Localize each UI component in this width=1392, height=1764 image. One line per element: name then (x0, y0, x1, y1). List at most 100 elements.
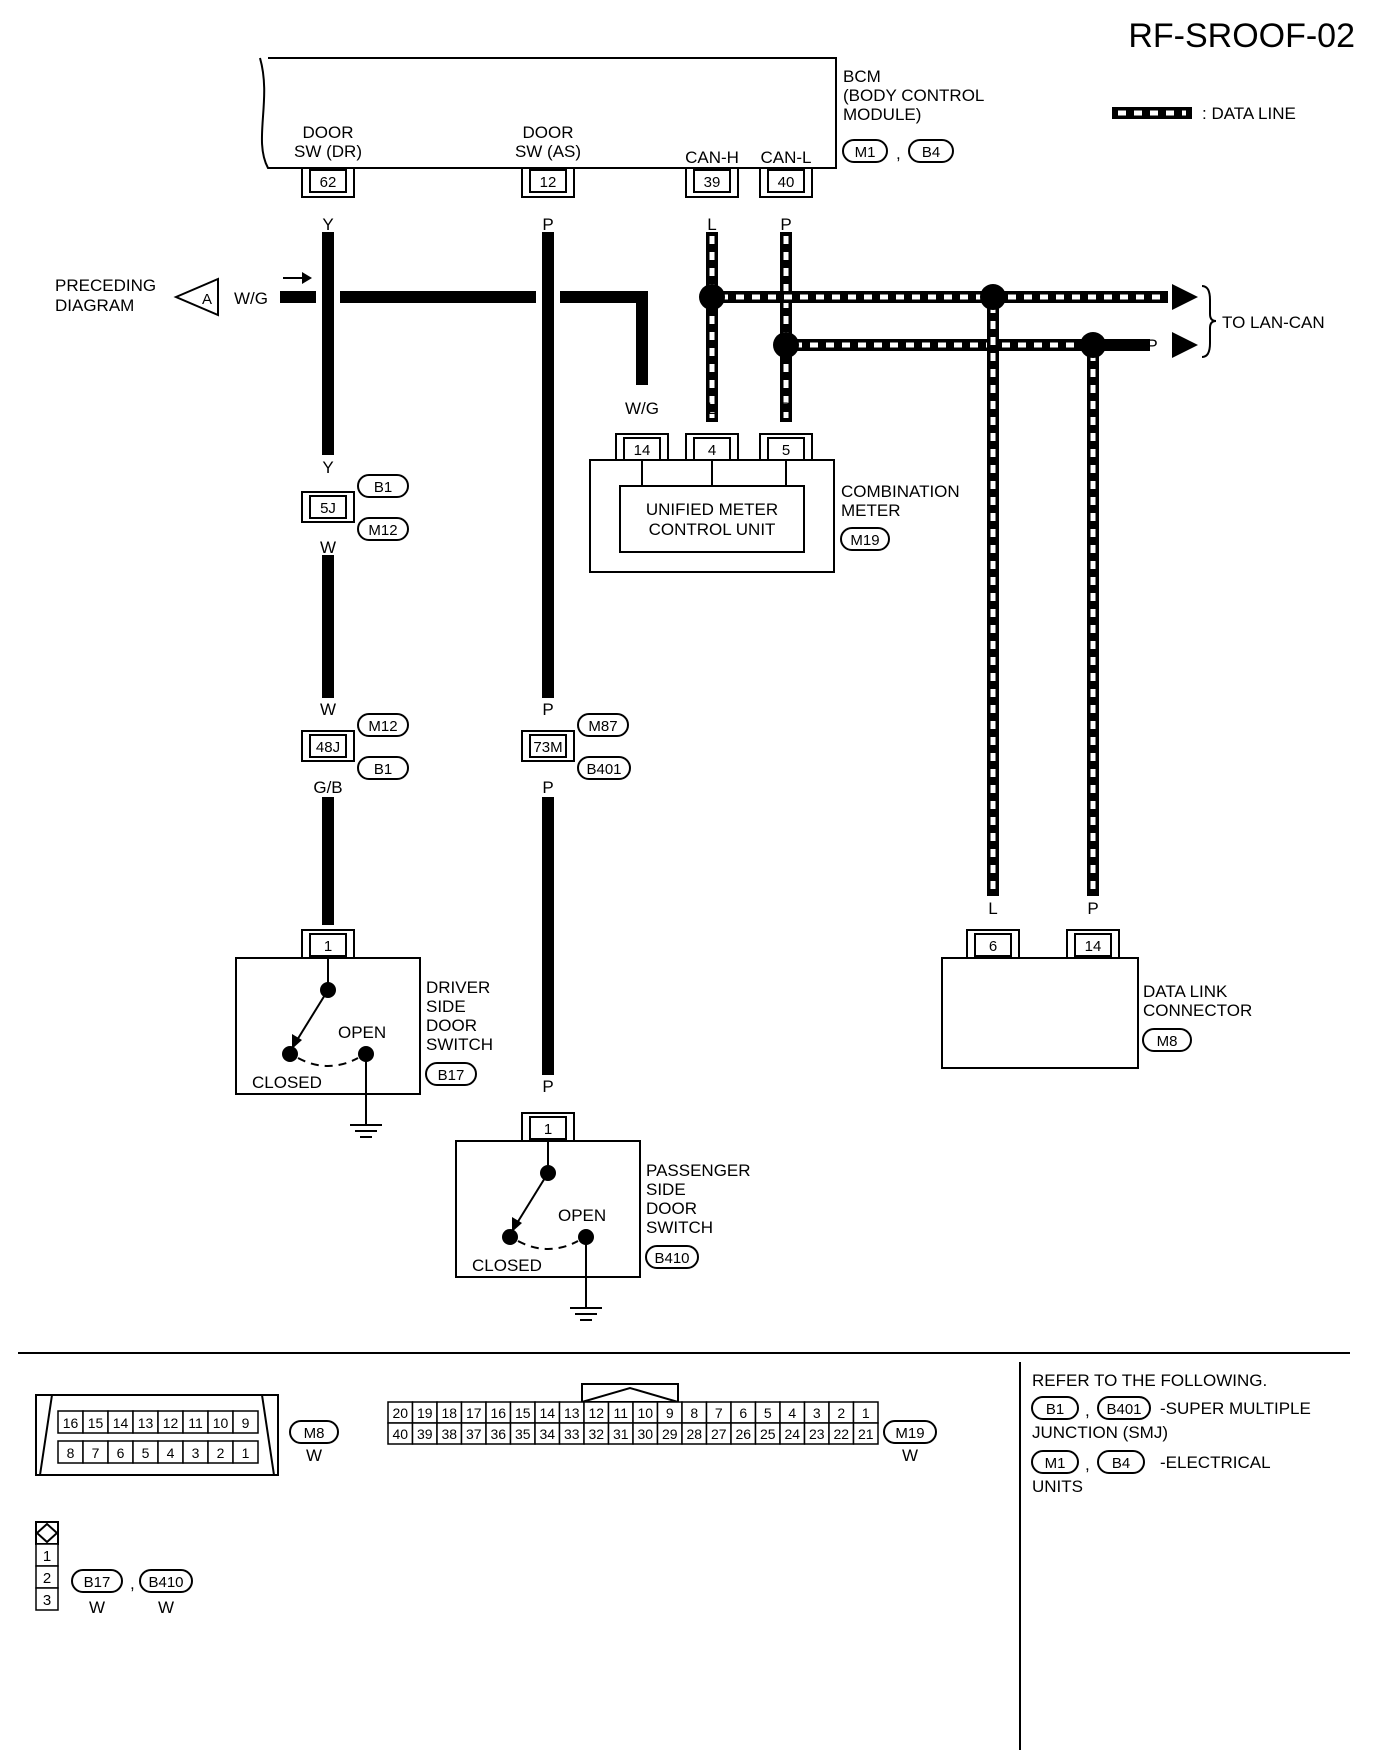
m19-top-pin-label: 9 (666, 1405, 674, 1421)
m19-top-pin-label: 7 (715, 1405, 723, 1421)
junction-5j-ref1: B1 (374, 479, 392, 496)
wire-l-top: L (707, 215, 716, 234)
refer-eu-ref1: M1 (1045, 1455, 1066, 1472)
refer-smj-ref1: B1 (1046, 1401, 1064, 1418)
passenger-switch-name2: SIDE (646, 1180, 686, 1199)
junction-73m-ref1: M87 (588, 718, 617, 735)
refer-eu-text1: -ELECTRICAL (1160, 1453, 1271, 1472)
m19-bottom-pin-label: 22 (833, 1426, 849, 1442)
m19-bottom-pin-label: 25 (760, 1426, 776, 1442)
bcm-ref-separator: , (896, 144, 901, 163)
lan-wire-p: P (1146, 336, 1157, 355)
driver-switch-name3: DOOR (426, 1016, 477, 1035)
combination-meter: 14 4 5 UNIFIED METER CONTROL UNIT COMBIN… (589, 433, 960, 573)
m19-bottom-pin-label: 26 (735, 1426, 751, 1442)
passenger-switch-ref: B410 (654, 1250, 689, 1267)
m19-bottom-pin-label: 38 (441, 1426, 457, 1442)
m19-bottom-pin-label: 36 (490, 1426, 506, 1442)
switch-conn-sep: , (130, 1574, 135, 1593)
bcm-module: BCM (BODY CONTROL MODULE) M1 , B4 DOOR S… (259, 57, 984, 169)
pin-label-door-dr-2: SW (DR) (294, 142, 362, 161)
m19-top-pin-label: 16 (490, 1405, 506, 1421)
preceding-line1: PRECEDING (55, 276, 156, 295)
m8-color: W (306, 1446, 322, 1465)
meter-name-line2: METER (841, 501, 901, 520)
diamond-icon (35, 1522, 59, 1544)
driver-switch-ref: B17 (438, 1067, 465, 1084)
meter-pin-14: 14 (634, 442, 651, 459)
m8-top-pin-label: 16 (63, 1415, 79, 1431)
splice-points (699, 284, 1106, 358)
switch-conn-cell (35, 1587, 59, 1611)
passenger-switch-closed: CLOSED (472, 1256, 542, 1275)
junction-48j-ref2: B1 (374, 761, 392, 778)
refer-eu-ref2: B4 (1112, 1455, 1130, 1472)
m19-bottom-pin-label: 31 (613, 1426, 629, 1442)
switch-conn-pin-label: 1 (43, 1548, 51, 1565)
m8-bottom-pin-label: 8 (67, 1445, 75, 1461)
m19-top-pin-label: 13 (564, 1405, 580, 1421)
m8-bottom-pin-label: 2 (217, 1445, 225, 1461)
bcm-name-line3: MODULE) (843, 105, 921, 124)
data-link-connector: 6 14 DATA LINK CONNECTOR M8 (941, 929, 1252, 1069)
bcm-pin-39: 39 (704, 174, 721, 191)
junction-5j-pin: 5J (320, 500, 336, 517)
m19-bottom-pin-label: 37 (466, 1426, 482, 1442)
junction-73m-ref2: B401 (586, 761, 621, 778)
preceding-diagram: PRECEDING DIAGRAM A W/G (55, 276, 268, 317)
m19-bottom-pin-label: 21 (858, 1426, 874, 1442)
data-line-legend: : DATA LINE (1112, 104, 1296, 123)
wire-l-dlc: L (988, 899, 997, 918)
m19-top-pin-label: 17 (466, 1405, 482, 1421)
bcm-name-line2: (BODY CONTROL (843, 86, 984, 105)
m19-bottom-pin-label: 23 (809, 1426, 825, 1442)
m8-top-pin-label: 12 (163, 1415, 179, 1431)
m19-bottom-pin-label: 24 (784, 1426, 800, 1442)
m19-bottom-pin-label: 28 (686, 1426, 702, 1442)
driver-switch-name1: DRIVER (426, 978, 490, 997)
m19-top-pin-label: 14 (539, 1405, 555, 1421)
passenger-switch-name1: PASSENGER (646, 1161, 751, 1180)
to-lan-can-arrows: L P TO LAN-CAN (1143, 284, 1325, 358)
pin-label-can-h: CAN-H (685, 148, 739, 167)
driver-switch-open: OPEN (338, 1023, 386, 1042)
m19-top-pin-label: 10 (637, 1405, 653, 1421)
m8-bottom-pin-label: 7 (92, 1445, 100, 1461)
m8-top-pin-label: 14 (113, 1415, 129, 1431)
m19-top-pin-label: 1 (862, 1405, 870, 1421)
m19-color: W (902, 1446, 918, 1465)
m19-bottom-pin-label: 39 (417, 1426, 433, 1442)
m8-bottom-pin-label: 4 (167, 1445, 175, 1461)
switch-conn-color-b17: W (89, 1598, 105, 1617)
wire-p-top: P (542, 215, 553, 234)
wires (280, 232, 648, 1075)
wire-p-top2: P (780, 215, 791, 234)
junction-48j-pin: 48J (316, 739, 340, 756)
m19-top-pin-label: 8 (690, 1405, 698, 1421)
switch-conn-pin-label: 2 (43, 1570, 51, 1587)
m19-top-pin-label: 4 (788, 1405, 796, 1421)
bcm-pin-62: 62 (320, 174, 337, 191)
bcm-name-line1: BCM (843, 67, 881, 86)
wire-w-j5: W (320, 538, 336, 557)
bcm-ref-m1: M1 (855, 144, 876, 161)
dlc-name2: CONNECTOR (1143, 1001, 1252, 1020)
bcm-pins: 62 12 39 40 (301, 168, 813, 198)
switch-conn-ref-b410: B410 (148, 1574, 183, 1591)
driver-switch-name2: SIDE (426, 997, 466, 1016)
m8-ref: M8 (304, 1425, 325, 1442)
driver-switch-name4: SWITCH (426, 1035, 493, 1054)
wire-color-labels: Y P L P W/G L P Y W W G/B P P P L P (313, 215, 1098, 1096)
m19-top-pin-label: 19 (417, 1405, 433, 1421)
data-lines (706, 232, 1168, 896)
driver-switch-pin: 1 (324, 938, 332, 955)
m19-bottom-cell (852, 1422, 879, 1445)
m19-top-pin-label: 6 (739, 1405, 747, 1421)
switch-connector-face: 123 B17 , B410 W W (35, 1521, 193, 1617)
m8-bottom-pin-label: 6 (117, 1445, 125, 1461)
meter-inner-line2: CONTROL UNIT (649, 520, 776, 539)
dlc-ref: M8 (1157, 1033, 1178, 1050)
preceding-line2: DIAGRAM (55, 296, 134, 315)
switch-conn-pin-label: 3 (43, 1592, 51, 1609)
